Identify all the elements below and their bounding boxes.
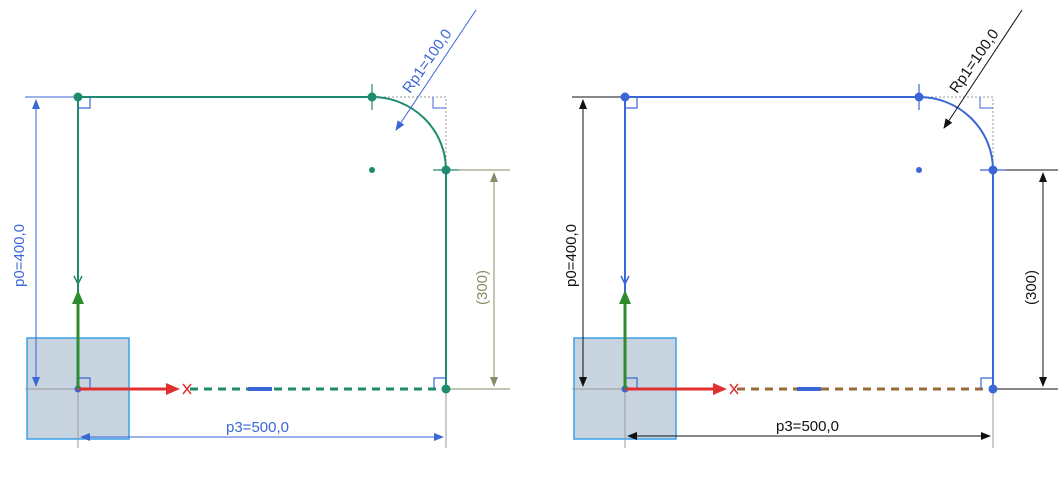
sketch-point-tangent-top[interactable] — [367, 92, 377, 102]
dimension-leader-radius[interactable] — [395, 9, 477, 131]
x-axis-end-marker — [182, 383, 192, 395]
perpendicular-mark-top-left — [625, 97, 638, 109]
sketch-point-bottom-right[interactable] — [441, 384, 451, 394]
dimension-label-driven[interactable]: (300) — [1023, 270, 1040, 305]
dimension-label-driven[interactable]: (300) — [474, 270, 491, 305]
arc-center-point[interactable] — [916, 167, 922, 173]
y-axis-arrowhead — [72, 290, 84, 304]
edge-direction-arrow — [620, 275, 630, 286]
arc-center-point[interactable] — [369, 167, 375, 173]
perpendicular-mark-bottom-right — [433, 377, 446, 389]
dimension-label-height[interactable]: p0=400,0 — [11, 224, 28, 287]
sketch-point-top-left[interactable] — [73, 92, 83, 102]
dimension-label-radius[interactable]: Rp1=100,0 — [946, 26, 1002, 96]
x-axis-end-marker — [729, 383, 739, 395]
perpendicular-mark-bottom-right — [980, 377, 993, 389]
dimension-label-width[interactable]: p3=500,0 — [776, 418, 839, 435]
perpendicular-mark-origin — [78, 377, 91, 389]
dimension-leader-radius[interactable] — [943, 9, 1023, 129]
dimension-label-height[interactable]: p0=400,0 — [563, 224, 580, 287]
perpendicular-mark-top-left — [78, 97, 91, 109]
perpendicular-mark-origin — [625, 377, 638, 389]
sketch-fillet-arc[interactable] — [918, 96, 994, 171]
construction-corner — [372, 96, 447, 170]
sketch-point-top-left[interactable] — [620, 92, 630, 102]
construction-corner — [919, 96, 994, 170]
perpendicular-mark-construction — [979, 97, 993, 109]
right-sketch-panel: p0=400,0 p3=500,0 (300) Rp1=100,0 — [563, 9, 1058, 448]
x-axis-arrowhead — [166, 383, 180, 395]
edge-direction-arrow — [73, 275, 83, 286]
dimension-label-radius[interactable]: Rp1=100,0 — [399, 26, 455, 96]
sketch-point-tangent-top[interactable] — [914, 92, 924, 102]
perpendicular-mark-construction — [432, 97, 446, 109]
y-axis-arrowhead — [619, 290, 631, 304]
left-sketch-panel: p0=400,0 p3=500,0 (300) Rp1=100,0 — [11, 9, 510, 448]
sketch-point-bottom-right[interactable] — [988, 384, 998, 394]
sketch-point-tangent-right[interactable] — [441, 165, 451, 175]
sketch-fillet-arc[interactable] — [371, 96, 447, 171]
sketch-point-tangent-right[interactable] — [988, 165, 998, 175]
dimension-label-width[interactable]: p3=500,0 — [226, 419, 289, 436]
x-axis-arrowhead — [713, 383, 727, 395]
